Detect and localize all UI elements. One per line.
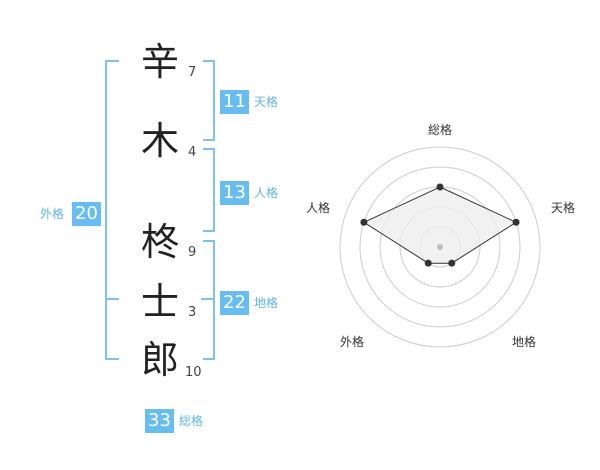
- gaikaku-label: 外格: [40, 207, 65, 221]
- radar-axis-label-tenkaku: 天格: [551, 200, 575, 215]
- radar-axis-label-gaikaku: 外格: [340, 334, 364, 349]
- jinkaku-bracket: [203, 148, 215, 232]
- kanji-char-1: 辛: [140, 40, 179, 84]
- stroke-count-4: 3: [188, 305, 197, 320]
- stroke-count-3: 9: [188, 245, 197, 260]
- radar-ring-5: [339, 146, 541, 348]
- kanji-char-2: 木: [140, 119, 179, 163]
- soukaku-badge: 33: [145, 409, 174, 433]
- radar-point-5: [360, 218, 368, 226]
- gaikaku-bracket-tick: [105, 298, 119, 300]
- stroke-count-1: 7: [188, 65, 197, 80]
- soukaku-label: 総格: [179, 414, 204, 428]
- stroke-count-2: 4: [188, 145, 197, 160]
- chikaku-badge: 22: [220, 291, 249, 315]
- radar-axis-label-soukaku: 総格: [428, 122, 452, 137]
- radar-polygon: [362, 186, 518, 264]
- chikaku-bracket-tick: [201, 298, 213, 300]
- kanji-char-4: 士: [140, 280, 179, 324]
- jinkaku-badge: 13: [220, 181, 249, 205]
- kanji-char-5: 郎: [140, 338, 179, 382]
- radar-ring-4: [359, 166, 521, 328]
- radar-point-1: [436, 183, 444, 191]
- kanji-char-3: 柊: [140, 220, 179, 264]
- chikaku-bracket: [203, 240, 215, 360]
- radar-point-3: [448, 259, 456, 267]
- chikaku-label: 地格: [254, 296, 279, 310]
- radar-axis-label-chikaku: 地格: [512, 334, 536, 349]
- radar-point-4: [424, 259, 432, 267]
- jinkaku-label: 人格: [254, 186, 279, 200]
- radar-axis-label-jinkaku: 人格: [306, 200, 330, 215]
- radar-point-2: [512, 218, 520, 226]
- radar-center-dot: [437, 244, 443, 250]
- gaikaku-bracket: [105, 60, 119, 360]
- stroke-count-5: 10: [185, 365, 202, 380]
- tenkaku-label: 天格: [254, 95, 279, 109]
- gaikaku-badge: 20: [72, 202, 101, 226]
- tenkaku-bracket: [203, 60, 215, 141]
- tenkaku-badge: 11: [220, 90, 249, 114]
